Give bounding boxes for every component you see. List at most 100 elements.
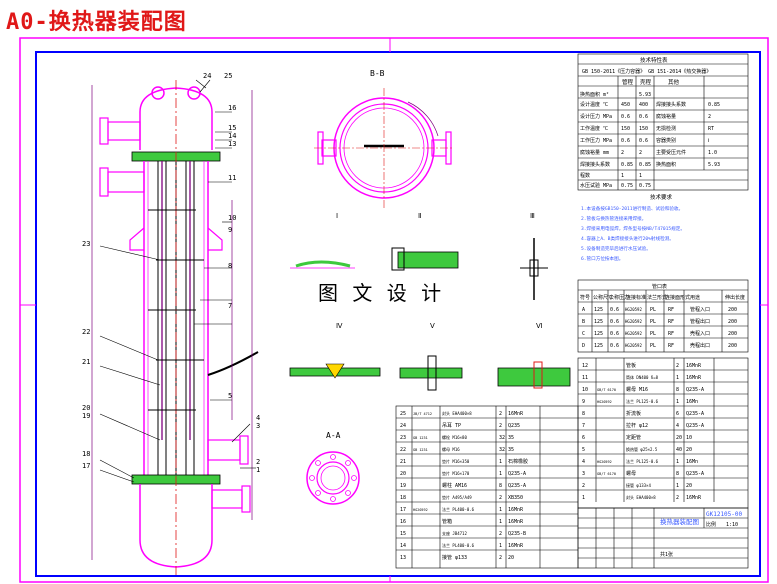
- svg-text:16: 16: [400, 519, 406, 525]
- label-aa: A-A: [326, 431, 341, 440]
- svg-text:32: 32: [499, 447, 505, 453]
- svg-text:20: 20: [686, 483, 692, 489]
- svg-text:技术特性表: 技术特性表: [640, 56, 668, 64]
- svg-text:200: 200: [728, 307, 737, 313]
- svg-text:12: 12: [582, 363, 588, 369]
- svg-text:6: 6: [676, 411, 679, 417]
- svg-text:16MnR: 16MnR: [508, 543, 524, 549]
- svg-text:管板: 管板: [626, 362, 636, 369]
- svg-text:Q235: Q235: [508, 423, 520, 429]
- svg-text:150: 150: [621, 126, 630, 132]
- svg-text:150: 150: [639, 126, 648, 132]
- svg-text:连接标准: 连接标准: [626, 294, 646, 301]
- svg-text:技术要求: 技术要求: [650, 193, 673, 201]
- svg-text:壳程: 壳程: [640, 78, 652, 86]
- svg-text:GB 150-2011《压力容器》 GB 151-2014《: GB 150-2011《压力容器》 GB 151-2014《热交换器》: [582, 68, 711, 75]
- svg-text:24: 24: [400, 423, 406, 429]
- svg-text:1: 1: [676, 459, 679, 465]
- svg-text:1:10: 1:10: [726, 522, 738, 528]
- svg-text:法兰 PL400-0.6: 法兰 PL400-0.6: [442, 506, 475, 512]
- svg-text:GB/T 6170: GB/T 6170: [597, 388, 616, 392]
- svg-text:C: C: [582, 331, 585, 337]
- svg-text:32: 32: [499, 435, 505, 441]
- svg-text:20: 20: [400, 471, 406, 477]
- svg-text:5.93: 5.93: [708, 162, 720, 168]
- svg-text:1.0: 1.0: [708, 150, 717, 156]
- requirements: 技术要求 1.本设备按GB150-2011进行制造、试验和验收。 2.管板与换热…: [581, 193, 685, 262]
- svg-text:换热面积: 换热面积: [656, 161, 676, 168]
- svg-text:0.6: 0.6: [621, 138, 630, 144]
- callout-24: 24: [203, 72, 211, 80]
- svg-text:3: 3: [582, 471, 585, 477]
- svg-text:焊接接头系数: 焊接接头系数: [656, 101, 686, 108]
- svg-text:0.85: 0.85: [708, 102, 720, 108]
- svg-text:2: 2: [499, 555, 502, 561]
- page-title: A0-换热器装配图: [6, 10, 187, 35]
- svg-text:125: 125: [594, 307, 603, 313]
- callout-13: 13: [228, 140, 236, 148]
- svg-text:水压试验 MPa: 水压试验 MPa: [580, 182, 612, 189]
- svg-text:21: 21: [400, 459, 406, 465]
- svg-text:筒体 DN400 δ=8: 筒体 DN400 δ=8: [626, 374, 659, 380]
- svg-text:4.容器上A、B类焊接接头进行20%射线检测。: 4.容器上A、B类焊接接头进行20%射线检测。: [581, 235, 674, 242]
- callout-7: 7: [228, 302, 232, 310]
- svg-text:0.6: 0.6: [639, 114, 648, 120]
- svg-text:B: B: [582, 319, 585, 325]
- outer-border: [19, 37, 769, 583]
- svg-text:Ⅴ: Ⅴ: [430, 322, 435, 330]
- callout-16: 16: [228, 104, 236, 112]
- svg-text:1: 1: [676, 483, 679, 489]
- svg-text:PL: PL: [650, 331, 656, 337]
- svg-text:2: 2: [499, 423, 502, 429]
- svg-text:腐蚀裕量: 腐蚀裕量: [656, 113, 676, 120]
- svg-text:折流板: 折流板: [626, 410, 641, 417]
- svg-text:2: 2: [621, 150, 624, 156]
- svg-text:Ⅲ: Ⅲ: [530, 212, 535, 220]
- callout-19: 19: [82, 412, 90, 420]
- svg-text:螺柱 AM16: 螺柱 AM16: [442, 482, 467, 489]
- title-block-text: 换热器装配图 GK12105-00 比例 1:10 共1张: [660, 511, 743, 558]
- svg-text:管程: 管程: [622, 78, 634, 86]
- svg-text:10: 10: [686, 435, 692, 441]
- callout-8: 8: [228, 262, 232, 270]
- svg-text:35: 35: [508, 435, 514, 441]
- svg-text:用途: 用途: [690, 294, 700, 301]
- svg-text:125: 125: [594, 343, 603, 349]
- svg-text:Q235-A: Q235-A: [686, 387, 704, 393]
- svg-text:其他: 其他: [668, 78, 680, 86]
- svg-text:Q235-A: Q235-A: [686, 411, 704, 417]
- inner-border: [35, 51, 761, 577]
- svg-text:Ⅰ: Ⅰ: [336, 212, 338, 220]
- svg-text:2: 2: [676, 363, 679, 369]
- svg-text:5.93: 5.93: [639, 92, 651, 98]
- callout-15: 15: [228, 124, 236, 132]
- callout-14: 14: [228, 132, 236, 140]
- svg-text:Q235-A: Q235-A: [508, 471, 526, 477]
- svg-text:GB/T 6170: GB/T 6170: [597, 472, 616, 476]
- svg-text:工作温度 ℃: 工作温度 ℃: [580, 125, 608, 132]
- svg-text:HG20592: HG20592: [597, 400, 612, 404]
- svg-text:2: 2: [582, 483, 585, 489]
- svg-text:HG20592: HG20592: [413, 508, 428, 512]
- section-bb: B-B: [314, 69, 454, 208]
- svg-text:D: D: [582, 343, 585, 349]
- svg-text:450: 450: [621, 102, 630, 108]
- svg-text:螺母 M16: 螺母 M16: [626, 386, 648, 393]
- svg-text:公称尺寸: 公称尺寸: [593, 294, 613, 301]
- svg-text:18: 18: [400, 495, 406, 501]
- callout-20: 20: [82, 404, 90, 412]
- svg-text:10: 10: [582, 387, 588, 393]
- svg-text:16Mn: 16Mn: [686, 459, 698, 465]
- svg-text:19: 19: [400, 483, 406, 489]
- callout-9: 9: [228, 226, 232, 234]
- svg-text:23: 23: [400, 435, 406, 441]
- svg-text:16MnR: 16MnR: [686, 495, 702, 501]
- svg-text:0.6: 0.6: [621, 114, 630, 120]
- svg-text:JB/T 4712: JB/T 4712: [413, 412, 432, 416]
- svg-text:封头 EHA400×8: 封头 EHA400×8: [626, 494, 656, 500]
- svg-text:13: 13: [400, 555, 406, 561]
- svg-text:壳程入口: 壳程入口: [690, 330, 710, 337]
- svg-text:法兰形式: 法兰形式: [647, 294, 667, 301]
